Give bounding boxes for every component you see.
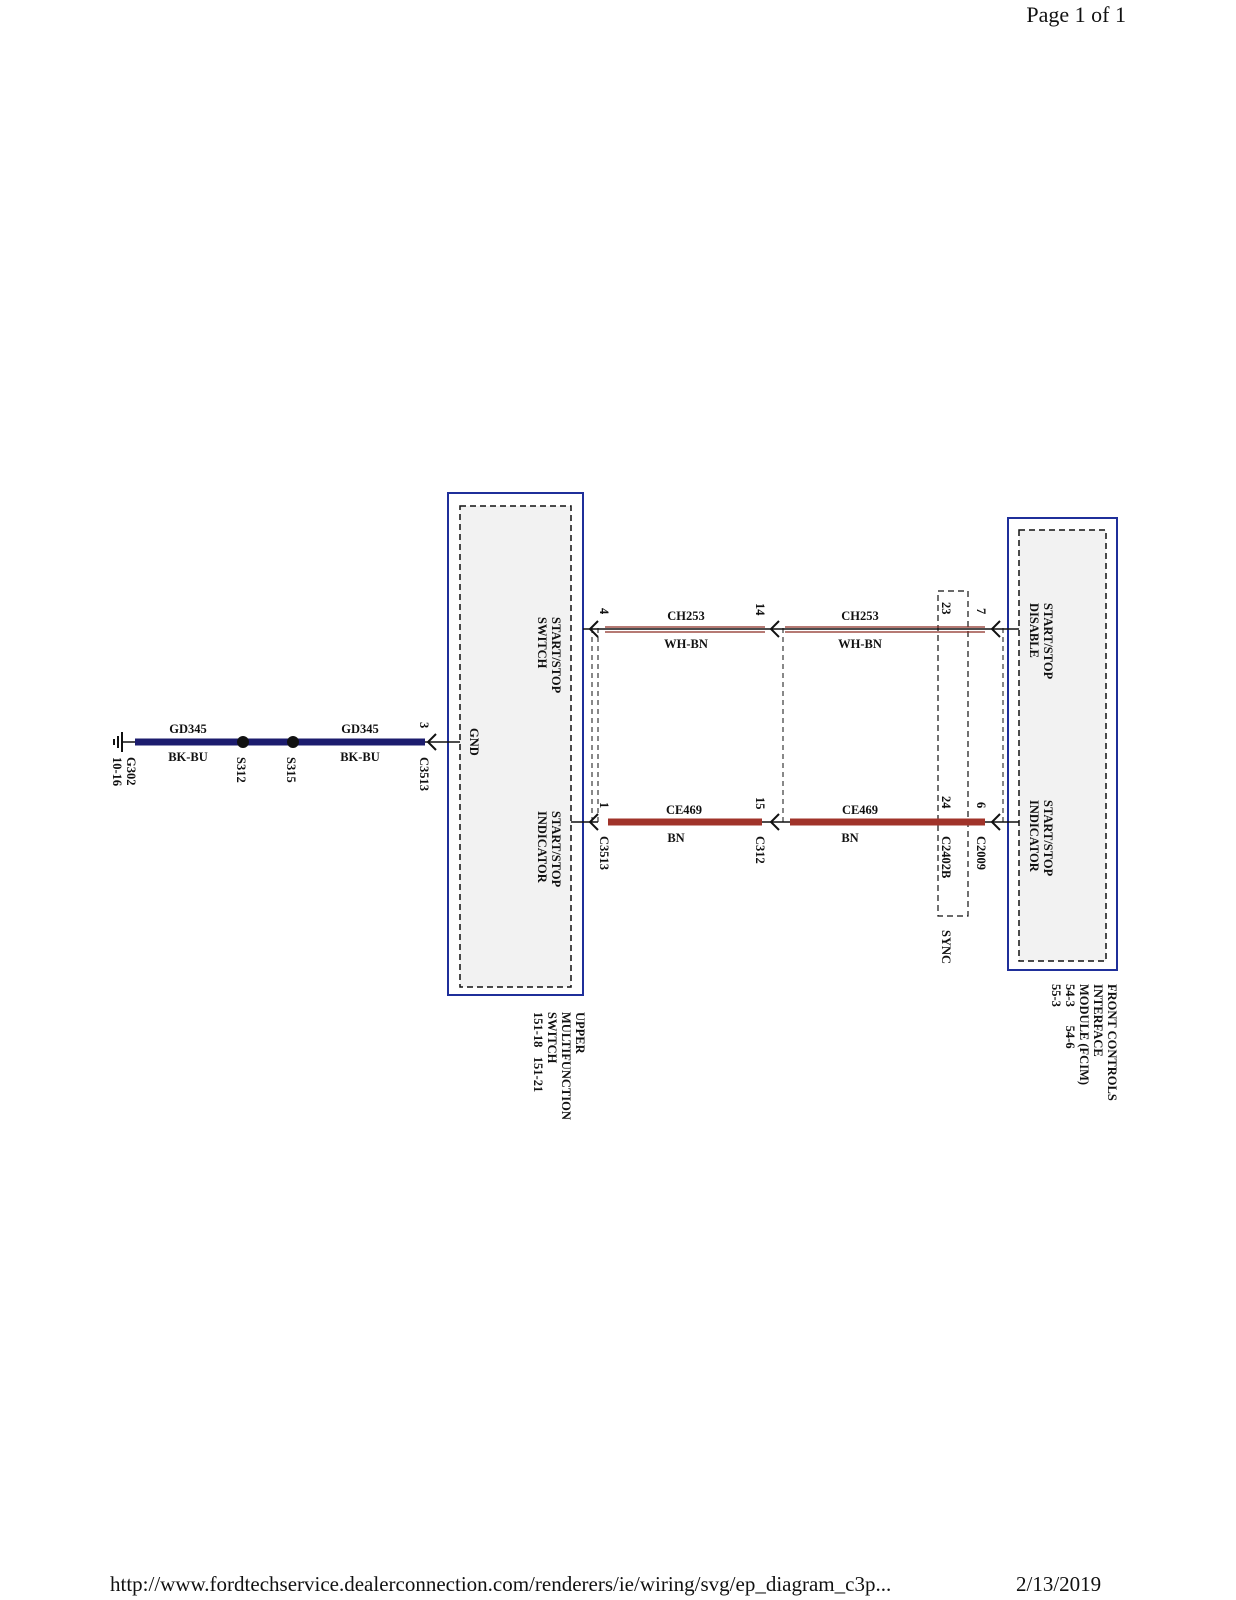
disable-wire-a-circuit: CH253 <box>667 609 705 623</box>
connector-arrow-c3513-pin1 <box>588 813 599 831</box>
splice-s312-label: S312 <box>234 757 248 783</box>
connector-c3513-label: C3513 <box>597 836 611 870</box>
connector-arrow-c2009-pin7 <box>990 620 1001 638</box>
connector-arrow-c312-pin15 <box>769 813 780 831</box>
fcim-refs-line2: 55-3 <box>1049 984 1063 1007</box>
ground-symbol-icon <box>113 732 135 752</box>
indicator-wire-b-color: BN <box>841 831 858 845</box>
upper-switch-name-line1: UPPER <box>573 1012 587 1055</box>
switch-pin-label-1: START/STOP <box>549 617 563 694</box>
fcim-refs-line1: 54-3 54-6 <box>1063 984 1077 1049</box>
ground-label: G302 <box>124 757 138 785</box>
connector-c3513-gnd-label: C3513 <box>417 757 431 791</box>
wire-ch253-a <box>583 626 775 633</box>
print-date: 2/13/2019 <box>1016 1572 1102 1596</box>
ground-wire-b-circuit: GD345 <box>341 722 379 736</box>
indicator-wire-a-circuit: CE469 <box>666 803 702 817</box>
wiring-diagram: GD345 BK-BU GD345 BK-BU CH253 WH-BN CH25… <box>110 492 1119 1120</box>
connector-arrow-c3513-pin4 <box>588 620 599 638</box>
ground-wire-a-circuit: GD345 <box>169 722 207 736</box>
pin-6-label: 6 <box>974 802 988 808</box>
splice-s312-dot <box>237 736 249 748</box>
source-url: http://www.fordtechservice.dealerconnect… <box>110 1572 892 1596</box>
pin-1-label: 1 <box>597 802 611 808</box>
ground-ref: 10-16 <box>110 757 124 786</box>
fcim-name-line2: INTERFACE <box>1091 984 1105 1057</box>
fcim-name-line3: MODULE (FCIM) <box>1077 984 1091 1085</box>
ground-wire-b-color: BK-BU <box>340 750 380 764</box>
gnd-label: GND <box>467 728 481 756</box>
connector-arrow-c312-pin14 <box>769 620 780 638</box>
disable-wire-b-circuit: CH253 <box>841 609 879 623</box>
indicator-wire-b-circuit: CE469 <box>842 803 878 817</box>
disable-wire-a-color: WH-BN <box>664 637 708 651</box>
fcim-disable-label-2: DISABLE <box>1027 603 1041 658</box>
connector-c312-label: C312 <box>753 836 767 864</box>
wire-ch253-b <box>775 626 1019 633</box>
sync-connector-box <box>937 590 969 917</box>
pin-15-label: 15 <box>753 797 767 810</box>
splice-s315-label: S315 <box>284 757 298 783</box>
indicator-pin-label-2: INDICATOR <box>535 811 549 884</box>
fcim-indicator-label-2: INDICATOR <box>1027 800 1041 873</box>
pin-4-label: 4 <box>597 608 611 615</box>
splice-s315-dot <box>287 736 299 748</box>
pin-24-label: 24 <box>939 796 953 809</box>
upper-switch-name-line2: MULTIFUNCTION <box>559 1012 573 1120</box>
page-number-header: Page 1 of 1 <box>1026 2 1126 27</box>
indicator-wire-a-color: BN <box>667 831 684 845</box>
upper-multifunction-switch-module <box>447 492 584 996</box>
pin-7-label: 7 <box>974 608 988 614</box>
pin-23-label: 23 <box>939 602 953 615</box>
fcim-disable-label-1: START/STOP <box>1041 603 1055 680</box>
fcim-name-line1: FRONT CONTROLS <box>1105 984 1119 1101</box>
connector-arrow-c2009-pin6 <box>990 813 1001 831</box>
connector-arrow-gnd <box>426 733 437 751</box>
switch-pin-label-2: SWITCH <box>535 617 549 669</box>
fcim-module <box>1007 517 1118 971</box>
upper-switch-refs: 151-18 151-21 <box>531 1012 545 1092</box>
pin-3-label: 3 <box>417 722 431 728</box>
ground-wire-a-color: BK-BU <box>168 750 208 764</box>
disable-wire-b-color: WH-BN <box>838 637 882 651</box>
pin-14-label: 14 <box>753 603 767 616</box>
connector-c2402b-label: C2402B <box>939 836 953 878</box>
fcim-indicator-label-1: START/STOP <box>1041 800 1055 877</box>
indicator-pin-label-1: START/STOP <box>549 811 563 888</box>
sync-label: SYNC <box>939 930 953 964</box>
upper-switch-name-line3: SWITCH <box>545 1012 559 1064</box>
connector-c2009-label: C2009 <box>974 836 988 870</box>
